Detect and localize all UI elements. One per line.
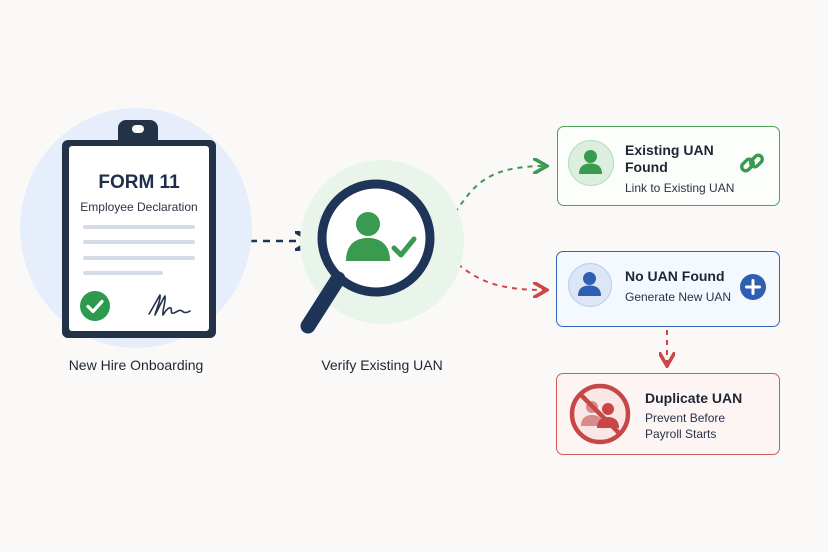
form-line bbox=[83, 225, 195, 229]
signature-icon bbox=[148, 294, 191, 316]
existing-uan-title-line1: Existing UAN bbox=[625, 142, 714, 158]
duplicate-uan-title: Duplicate UAN bbox=[645, 390, 743, 406]
form-caption: New Hire Onboarding bbox=[68, 357, 204, 373]
no-users-icon bbox=[569, 383, 631, 445]
existing-uan-title-line2: Found bbox=[625, 159, 668, 175]
verify-caption: Verify Existing UAN bbox=[321, 357, 443, 373]
existing-uan-subtitle: Link to Existing UAN bbox=[625, 181, 735, 195]
clipboard-clip-hole bbox=[132, 125, 144, 133]
link-icon bbox=[740, 153, 764, 173]
duplicate-uan-subtitle-line2: Payroll Starts bbox=[645, 427, 717, 441]
no-uan-title: No UAN Found bbox=[625, 268, 725, 284]
form-title: FORM 11 bbox=[98, 172, 180, 193]
user-icon bbox=[568, 263, 612, 307]
no-uan-subtitle: Generate New UAN bbox=[625, 290, 732, 304]
plus-icon bbox=[740, 274, 766, 300]
duplicate-uan-subtitle-line1: Prevent Before bbox=[645, 411, 726, 425]
form-line bbox=[83, 256, 195, 260]
user-icon bbox=[568, 140, 614, 186]
form-subtitle: Employee Declaration bbox=[80, 200, 198, 214]
magnifier-icon bbox=[300, 179, 435, 334]
form-line bbox=[83, 271, 163, 275]
check-icon bbox=[80, 291, 110, 321]
form-line bbox=[83, 240, 195, 244]
user-check-icon bbox=[346, 212, 417, 261]
